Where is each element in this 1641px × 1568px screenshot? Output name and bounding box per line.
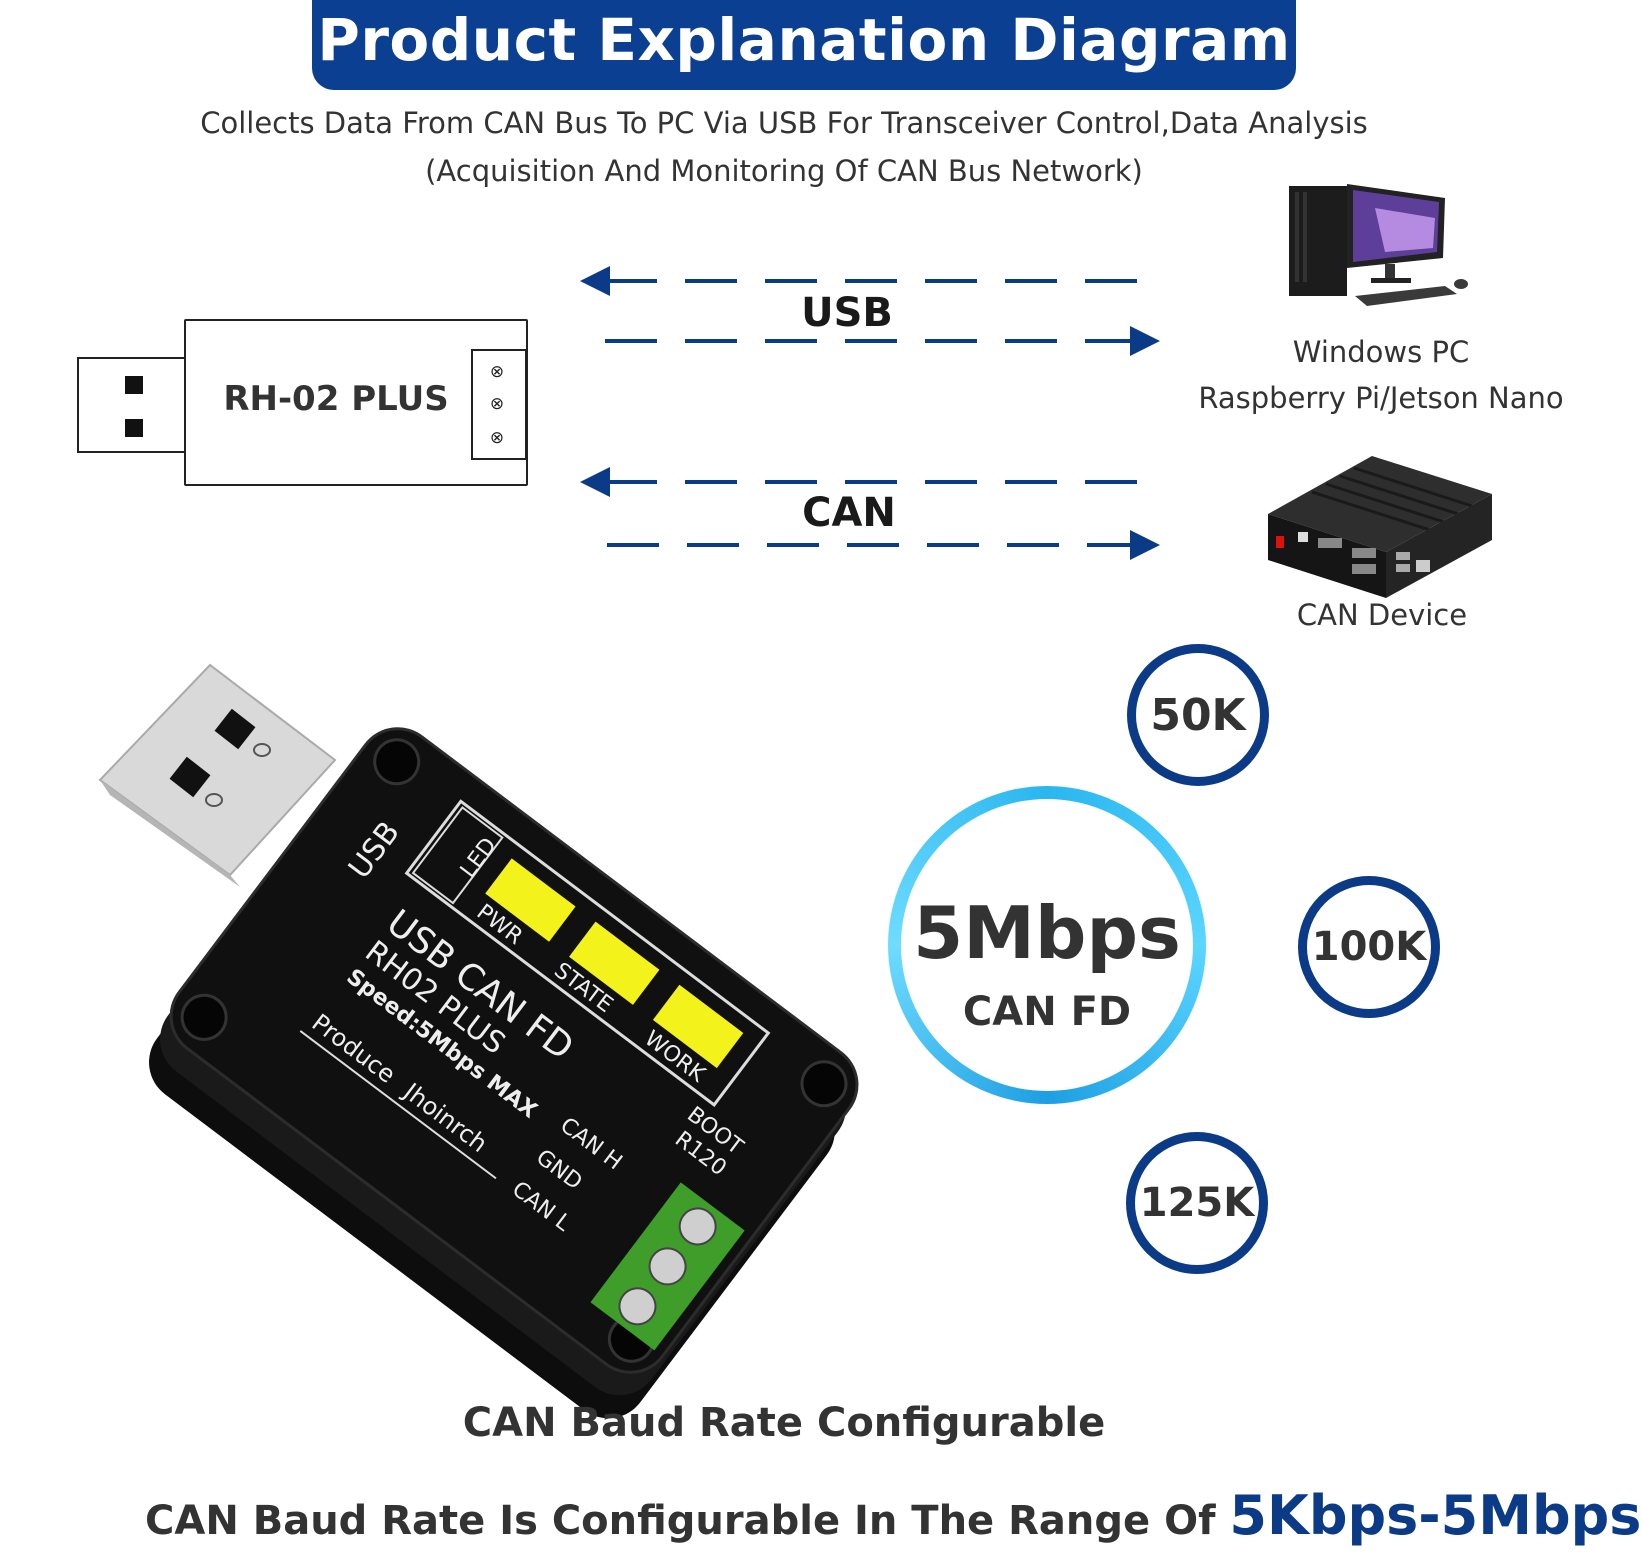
main-rate-sub: CAN FD — [962, 989, 1132, 1035]
rate-circle-50k: 50K — [1127, 644, 1269, 786]
screw-icon: ⊗ — [489, 362, 505, 382]
led-state — [569, 921, 660, 1005]
rate-circle-100k: 100K — [1298, 876, 1440, 1018]
usb-pin-icon — [125, 376, 143, 394]
subtitle-line-1: Collects Data From CAN Bus To PC Via USB… — [200, 106, 1368, 140]
led-work — [652, 984, 744, 1069]
pc-icon — [1289, 184, 1468, 306]
main-rate-value: 5Mbps — [913, 891, 1181, 975]
page-title: Product Explanation Diagram — [317, 6, 1291, 74]
range-prefix: CAN Baud Rate Is Configurable In The Ran… — [145, 1498, 1230, 1544]
can-link-label: CAN — [802, 490, 896, 536]
arrow-left-icon — [580, 266, 610, 296]
schematic-device-box: RH-02 PLUS ⊗ ⊗ ⊗ — [184, 319, 528, 486]
rate-value: 100K — [1311, 924, 1427, 970]
schematic-terminal-block: ⊗ ⊗ ⊗ — [471, 349, 527, 460]
range-value: 5Kbps-5Mbps — [1229, 1484, 1641, 1547]
rate-circle-125k: 125K — [1126, 1132, 1268, 1274]
product-photo: LED PWR STATE WORK USB USB CAN FD RH02 P… — [98, 663, 859, 1419]
pc-label-line-1: Windows PC — [1292, 335, 1470, 369]
main-rate-ring: 5Mbps CAN FD — [888, 786, 1206, 1104]
arrow-right-icon — [1130, 326, 1160, 356]
pc-label-line-2: Raspberry Pi/Jetson Nano — [1198, 381, 1564, 415]
subtitle-line-2: (Acquisition And Monitoring Of CAN Bus N… — [425, 154, 1143, 188]
can-device-icon — [1268, 456, 1492, 598]
title-banner: Product Explanation Diagram — [312, 0, 1296, 90]
main-rate-inner: 5Mbps CAN FD — [901, 799, 1193, 1091]
arrow-left-icon — [580, 467, 610, 497]
led-pwr — [485, 858, 576, 942]
can-device-label: CAN Device — [1296, 598, 1468, 632]
rate-value: 125K — [1139, 1180, 1255, 1226]
usb-pin-icon — [125, 419, 143, 437]
device-model-label: RH-02 PLUS — [223, 379, 449, 419]
flow-arrows — [580, 266, 1160, 560]
caption-range: CAN Baud Rate Is Configurable In The Ran… — [145, 1484, 1641, 1547]
arrow-right-icon — [1130, 530, 1160, 560]
rate-value: 50K — [1150, 689, 1246, 741]
usb-link-label: USB — [801, 290, 893, 336]
caption-configurable: CAN Baud Rate Configurable — [462, 1400, 1106, 1446]
screw-icon: ⊗ — [489, 428, 505, 448]
schematic-usb-plug — [77, 357, 187, 453]
screw-icon: ⊗ — [489, 394, 505, 414]
